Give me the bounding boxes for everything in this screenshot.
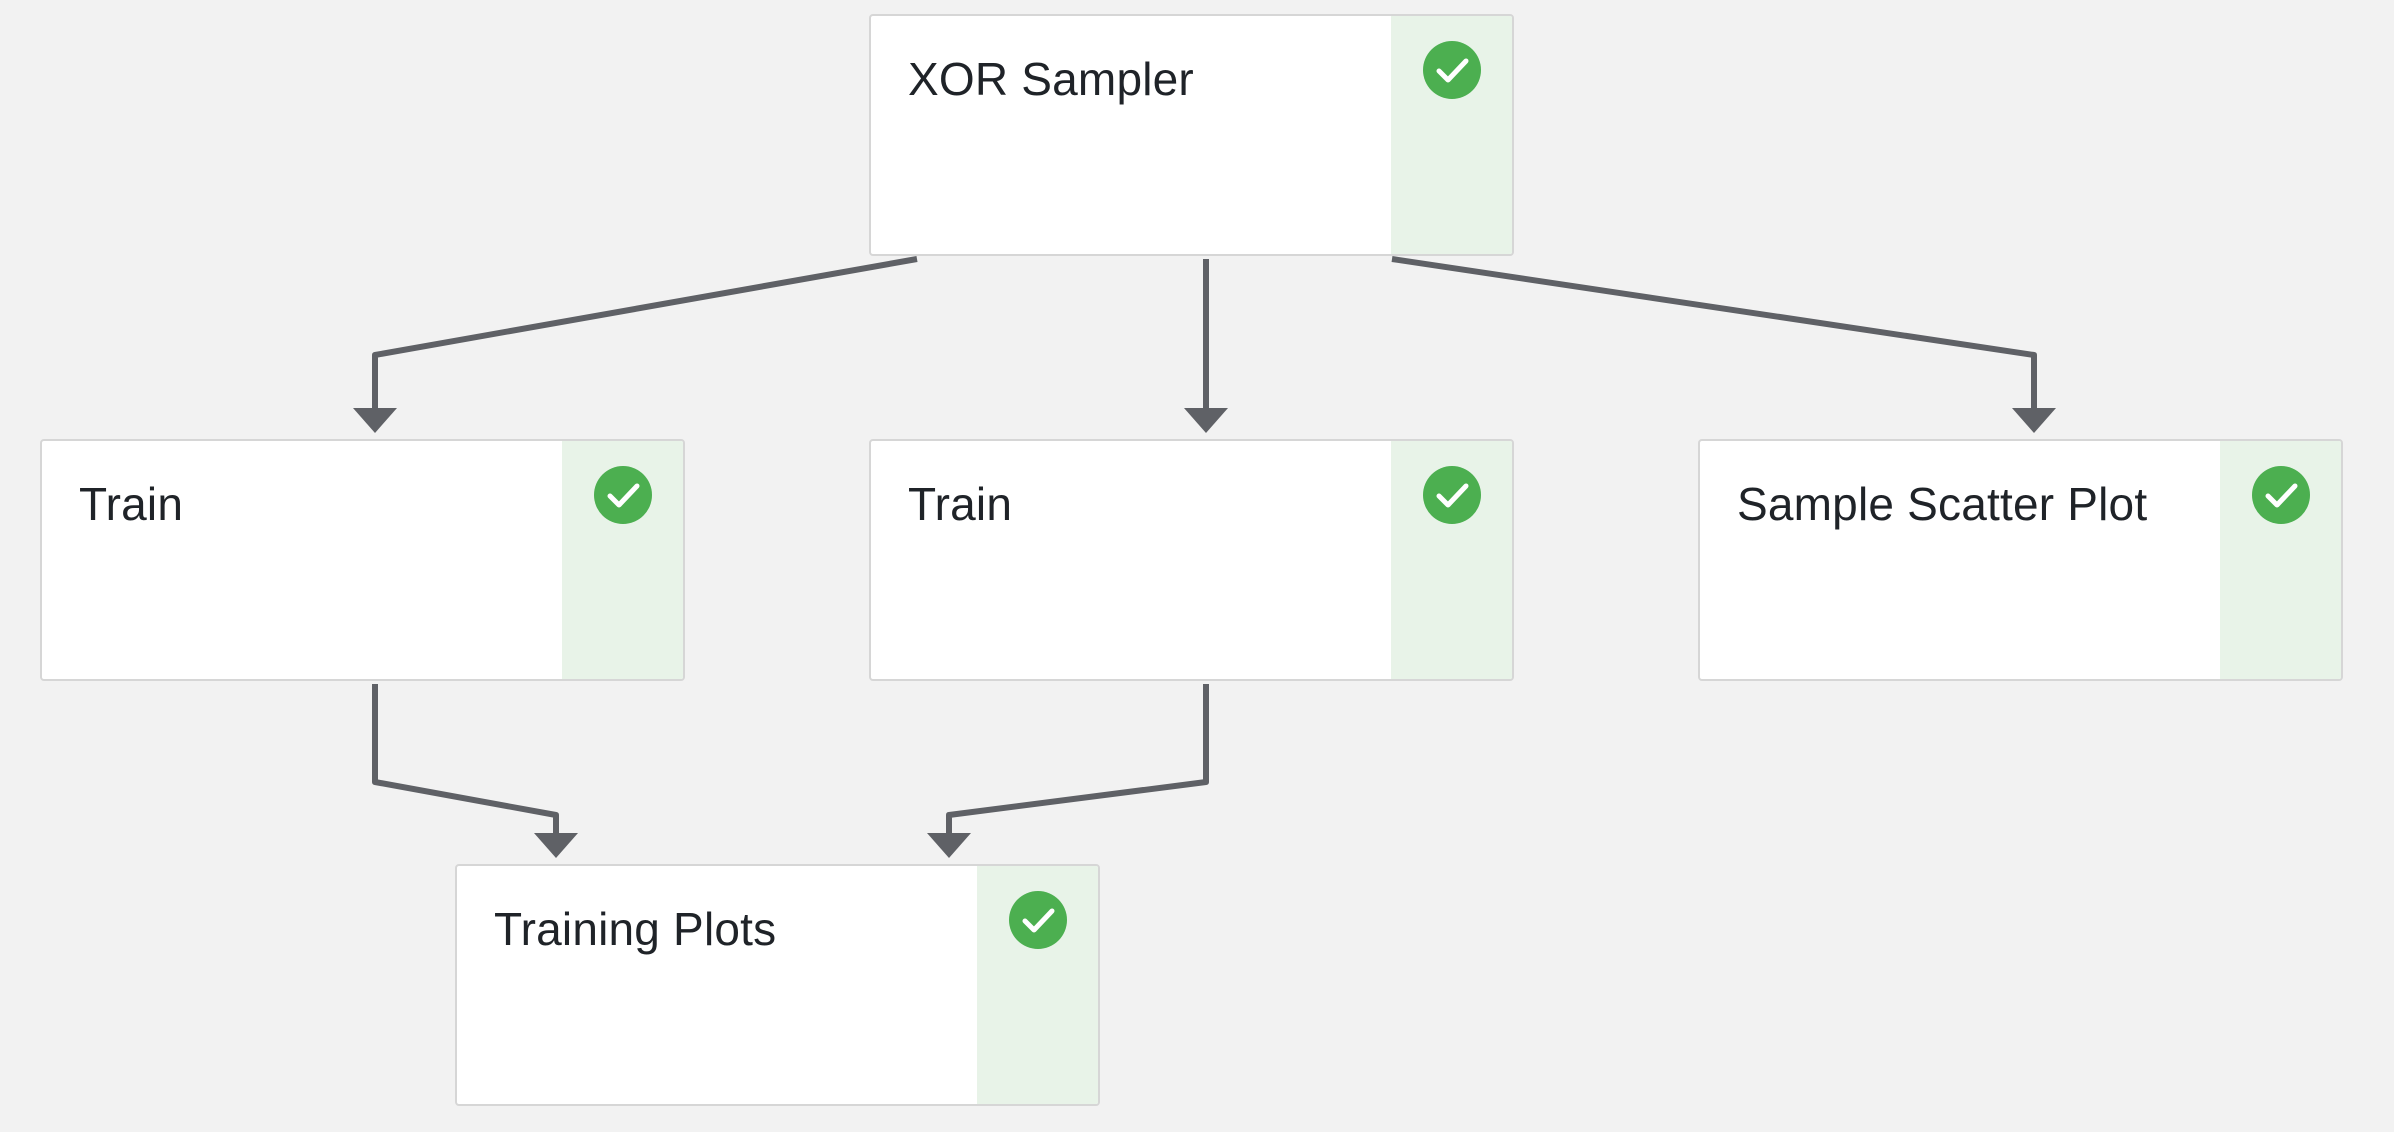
check-circle-icon	[1423, 466, 1481, 524]
node-title: Training Plots	[494, 903, 777, 955]
arrowhead-training-plots-left	[534, 833, 578, 858]
status-panel	[562, 441, 683, 679]
node-title: Train	[908, 478, 1013, 530]
node-title: Train	[79, 478, 184, 530]
check-circle-icon	[2252, 466, 2310, 524]
edge-train-2-to-training-plots	[946, 684, 1209, 836]
arrowhead-scatter	[2012, 408, 2056, 433]
edge-xor-to-scatter	[1391, 256, 2037, 410]
status-panel	[1391, 16, 1512, 254]
node-train[interactable]: Train	[869, 439, 1514, 681]
node-train[interactable]: Train	[40, 439, 685, 681]
check-circle-icon	[1009, 891, 1067, 949]
arrowhead-train-2	[1184, 408, 1228, 433]
check-circle-icon	[1423, 41, 1481, 99]
status-panel	[1391, 441, 1512, 679]
node-title: Sample Scatter Plot	[1737, 478, 2148, 530]
node-training-plots[interactable]: Training Plots	[455, 864, 1100, 1106]
status-panel	[2220, 441, 2341, 679]
check-circle-icon	[594, 466, 652, 524]
node-sample-scatter-plot[interactable]: Sample Scatter Plot	[1698, 439, 2343, 681]
edge-xor-to-train-1	[372, 256, 918, 410]
node-title: XOR Sampler	[908, 53, 1194, 105]
arrowhead-training-plots-right	[927, 833, 971, 858]
status-panel	[977, 866, 1098, 1104]
node-xor-sampler[interactable]: XOR Sampler	[869, 14, 1514, 256]
arrowhead-train-1	[353, 408, 397, 433]
edge-train-1-to-training-plots	[372, 684, 559, 836]
